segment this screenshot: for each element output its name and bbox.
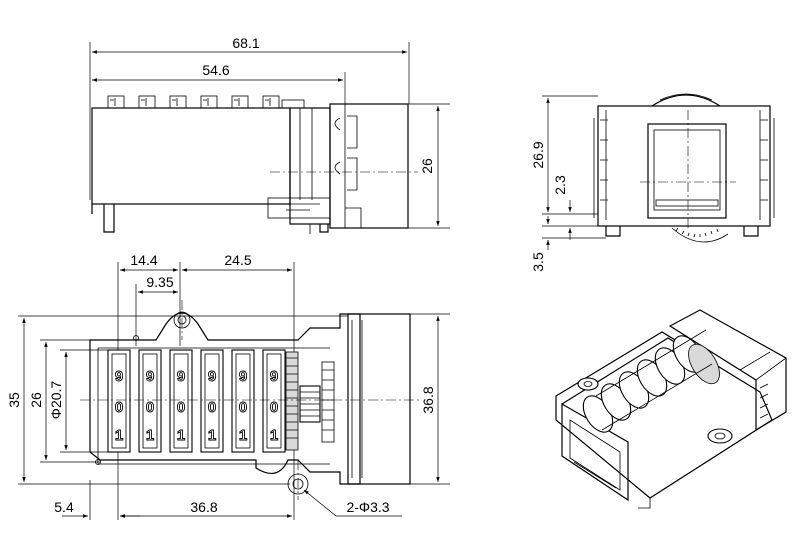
number-wheel: 9 0 1	[231, 349, 255, 453]
dimension-body-length: 54.6	[92, 62, 343, 82]
dimension-end-foot: 3.5	[530, 216, 550, 272]
number-wheel: 9 0 1	[262, 349, 286, 453]
dim-label-plan-height: 26	[28, 392, 44, 408]
number-wheels: 9 0 1 9 0 1 9 0 1 9 0	[107, 349, 286, 453]
gear-housing-side	[289, 107, 331, 225]
wheel-digit-bottom: 1	[270, 427, 278, 444]
number-wheel: 9 0 1	[138, 349, 162, 453]
dim-label-side-height: 26	[419, 158, 435, 174]
dimension-mount-spacing: 36.8	[120, 499, 292, 518]
iso-mount-ear-right	[707, 428, 733, 444]
dimension-center-offset: 24.5	[182, 252, 292, 272]
end-block-side	[329, 103, 409, 229]
wheel-digit-top: 9	[208, 368, 216, 385]
end-view: 26.9 2.3 3.5	[530, 93, 775, 272]
drive-gears	[285, 351, 335, 451]
dimension-plan-right-height: 36.8	[420, 316, 440, 482]
wheel-digit-top: 9	[270, 368, 278, 385]
number-wheel: 9 0 1	[107, 349, 131, 453]
mount-leg-side	[91, 204, 115, 233]
dim-label-overall-length: 68.1	[232, 35, 259, 51]
isometric-view	[555, 309, 787, 509]
wheel-digit-bottom: 1	[115, 427, 123, 444]
dim-label-plan-right-height: 36.8	[420, 386, 436, 413]
side-view: 68.1 54.6	[89, 35, 450, 234]
wheel-digit-bottom: 1	[239, 427, 247, 444]
wheel-digit-top: 9	[177, 368, 185, 385]
counter-body-side	[91, 107, 291, 205]
wheel-tops	[107, 95, 305, 109]
wheel-digit-top: 9	[115, 368, 123, 385]
dim-label-digit-pitch-first: 14.4	[130, 252, 157, 268]
hole-callout: 2-Φ3.3	[303, 489, 402, 517]
dim-label-mount-offset: 5.4	[54, 499, 74, 515]
wheel-digit-top: 9	[239, 368, 247, 385]
dimension-digit-pitch: 9.35	[138, 274, 178, 294]
dim-label-end-height: 26.9	[530, 141, 546, 168]
end-block-plan	[347, 313, 411, 485]
dim-label-mount-spacing: 36.8	[190, 499, 217, 515]
dim-label-end-step: 2.3	[552, 175, 568, 195]
number-wheel: 9 0 1	[169, 349, 193, 453]
dimension-overall-length: 68.1	[92, 35, 407, 54]
number-wheel: 9 0 1	[200, 349, 224, 453]
wheel-digit-middle: 0	[239, 399, 247, 416]
iso-mount-ear-left	[577, 377, 599, 391]
dimension-end-step: 2.3	[552, 175, 572, 240]
end-window	[647, 123, 727, 219]
dim-label-wheel-diameter: Φ20.7	[48, 381, 64, 420]
wheel-digit-bottom: 1	[208, 427, 216, 444]
end-body	[597, 105, 771, 227]
dim-label-digit-pitch: 9.35	[146, 274, 173, 290]
plan-view: 14.4 24.5 9.35 9 0 1	[6, 252, 450, 520]
dimension-side-height: 26	[419, 106, 440, 226]
dim-label-end-foot: 3.5	[530, 252, 546, 272]
wheel-digit-middle: 0	[115, 399, 123, 416]
dimension-plan-height: 26	[28, 342, 48, 460]
dimension-digit-pitch-first: 14.4	[120, 252, 178, 272]
wheel-digit-middle: 0	[177, 399, 185, 416]
iso-wheels	[582, 335, 720, 433]
dimension-mount-offset: 5.4	[54, 499, 140, 518]
wheel-digit-middle: 0	[208, 399, 216, 416]
dimension-plan-overall-height: 35	[6, 318, 26, 482]
wheel-digit-middle: 0	[146, 399, 154, 416]
dimension-wheel-diameter: Φ20.7	[48, 352, 68, 450]
dim-label-plan-overall-height: 35	[6, 392, 22, 408]
dim-label-hole-callout: 2-Φ3.3	[346, 499, 389, 515]
wheel-digit-bottom: 1	[177, 427, 185, 444]
dim-label-body-length: 54.6	[202, 62, 229, 78]
dimension-end-height: 26.9	[530, 98, 550, 212]
wheel-digit-middle: 0	[270, 399, 278, 416]
wheel-arc	[651, 94, 721, 107]
wheel-digit-top: 9	[146, 368, 154, 385]
wheel-digit-bottom: 1	[146, 427, 154, 444]
dim-label-center-offset: 24.5	[224, 252, 251, 268]
gear-edge-end	[671, 227, 729, 243]
